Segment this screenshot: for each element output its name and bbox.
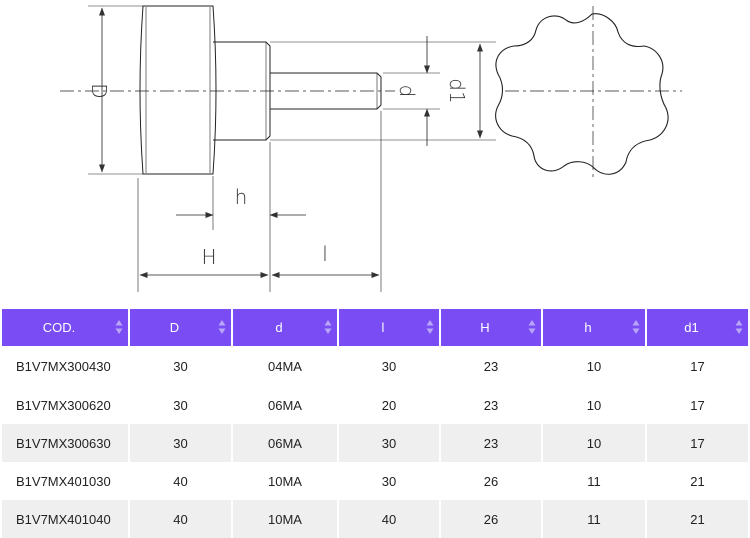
table-header-row: COD. D d l H h xyxy=(2,309,748,346)
cell-d1: 21 xyxy=(690,473,705,489)
sort-arrows-icon[interactable] xyxy=(115,319,123,335)
cell-d: 10MA xyxy=(233,500,337,538)
cell-d1: 17 xyxy=(690,358,705,374)
column-header-H[interactable]: H xyxy=(441,309,541,346)
cell-cod: B1V7MX300620 xyxy=(16,397,111,413)
cell-h: 10 xyxy=(586,358,602,374)
cell-D: 40 xyxy=(173,473,188,489)
cell-d1: 17 xyxy=(647,424,748,462)
column-header-label: H xyxy=(480,320,490,335)
cell-H: 26 xyxy=(483,473,499,489)
column-header-label: D xyxy=(169,320,180,335)
cell-d1: 21 xyxy=(647,500,748,538)
column-header-d1[interactable]: d1 xyxy=(647,309,748,346)
sort-arrows-icon[interactable] xyxy=(735,319,743,335)
cell-d1: 17 xyxy=(690,397,705,413)
cell-cod: B1V7MX401040 xyxy=(2,500,128,538)
cell-D: 40 xyxy=(130,500,231,538)
cell-l: 30 xyxy=(339,424,439,462)
sort-arrows-icon[interactable] xyxy=(426,319,434,335)
cell-D: 30 xyxy=(173,358,188,374)
sort-arrows-icon[interactable] xyxy=(324,319,332,335)
label-l: l xyxy=(322,242,328,266)
table-row: B1V7MX300430 30 04MA 30 23 10 17 xyxy=(2,346,748,386)
cell-H: 26 xyxy=(441,500,541,538)
cell-l: 30 xyxy=(381,473,397,489)
cell-cod: B1V7MX401030 xyxy=(16,473,111,489)
cell-H: 23 xyxy=(483,397,499,413)
cell-d: 06MA xyxy=(233,424,337,462)
cell-H: 23 xyxy=(483,358,499,374)
column-header-h[interactable]: h xyxy=(543,309,645,346)
knob-body xyxy=(139,5,217,175)
cell-d: 10MA xyxy=(268,473,302,489)
label-H: H xyxy=(201,245,216,269)
cell-cod: B1V7MX300630 xyxy=(2,424,128,462)
cell-cod: B1V7MX300430 xyxy=(16,358,111,374)
cell-l: 40 xyxy=(339,500,439,538)
column-header-l[interactable]: l xyxy=(339,309,439,346)
technical-drawing: D d d1 h H l xyxy=(60,5,682,292)
label-h: h xyxy=(235,185,248,209)
cell-h: 10 xyxy=(543,424,645,462)
cell-d: 04MA xyxy=(268,358,302,374)
table-row: B1V7MX401040 40 10MA 40 26 11 21 xyxy=(2,500,748,538)
label-d1: d1 xyxy=(445,78,469,103)
label-D: D xyxy=(87,83,111,98)
column-header-cod[interactable]: COD. xyxy=(2,309,128,346)
cell-h: 10 xyxy=(586,397,602,413)
spec-table: COD. D d l H h xyxy=(0,309,750,538)
table-row: B1V7MX401030 40 10MA 30 26 11 21 xyxy=(2,462,748,500)
column-header-label: d1 xyxy=(684,320,699,335)
table-row: B1V7MX300630 30 06MA 30 23 10 17 xyxy=(2,424,748,462)
cell-l: 30 xyxy=(381,358,397,374)
cell-h: 11 xyxy=(587,473,601,489)
column-header-D[interactable]: D xyxy=(130,309,231,346)
column-header-d[interactable]: d xyxy=(233,309,337,346)
table-row: B1V7MX300620 30 06MA 20 23 10 17 xyxy=(2,386,748,424)
cell-D: 30 xyxy=(173,397,188,413)
sort-arrows-icon[interactable] xyxy=(218,319,226,335)
label-d: d xyxy=(395,85,419,98)
column-header-label: d xyxy=(275,320,283,335)
cell-l: 20 xyxy=(381,397,397,413)
column-header-label: l xyxy=(381,320,385,335)
sort-arrows-icon[interactable] xyxy=(528,319,536,335)
cell-H: 23 xyxy=(441,424,541,462)
cell-d: 06MA xyxy=(268,397,302,413)
column-header-label: h xyxy=(584,320,592,335)
star-knob-front-view xyxy=(495,13,669,175)
cell-D: 30 xyxy=(130,424,231,462)
column-header-label: COD. xyxy=(42,320,76,335)
cell-h: 11 xyxy=(543,500,645,538)
sort-arrows-icon[interactable] xyxy=(632,319,640,335)
